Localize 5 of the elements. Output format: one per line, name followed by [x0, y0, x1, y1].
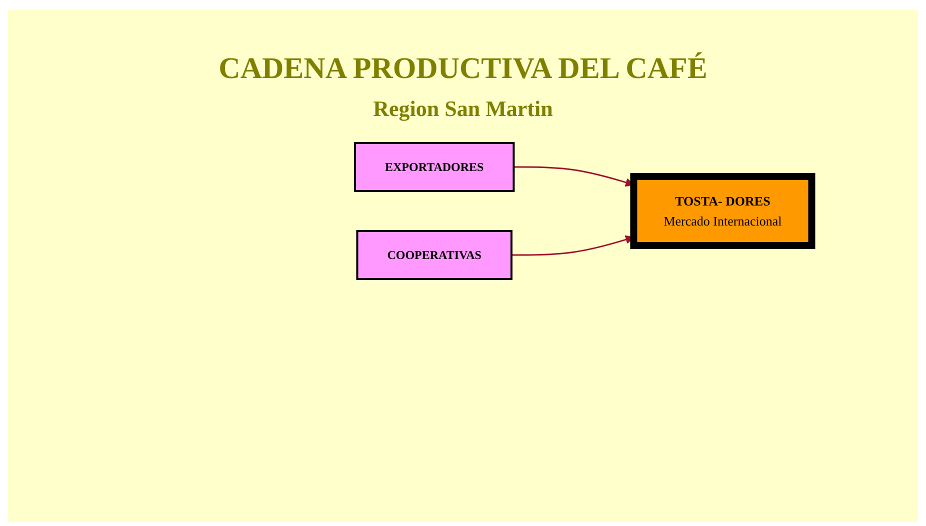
node-box: COOPERATIVAS: [356, 230, 512, 280]
node-box: TOSTA- DORES Mercado Internacional: [630, 173, 815, 249]
subtitle: Region San Martin: [372, 96, 554, 122]
node-box: EXPORTADORES: [354, 142, 514, 192]
diagram-title: CADENA PRODUCTIVA DEL CAFÉ: [218, 52, 708, 86]
